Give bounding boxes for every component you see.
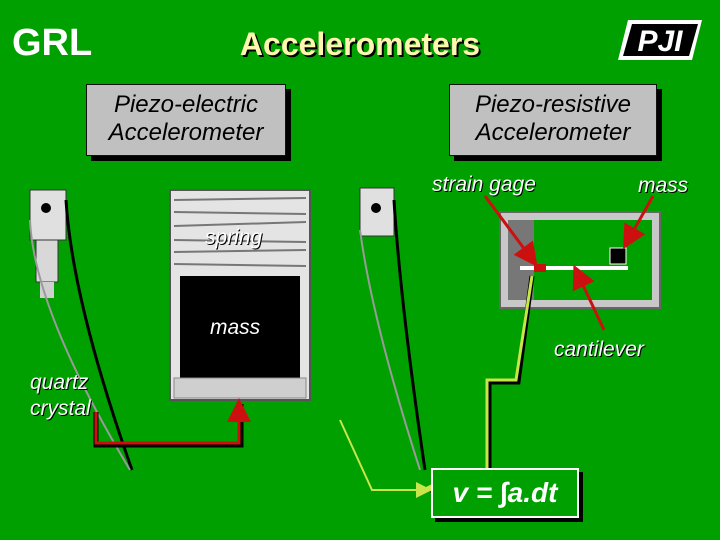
piezo-electric-sensor (169, 189, 311, 401)
pji-logo: PJI (618, 20, 702, 60)
label-mass-right: mass (638, 174, 689, 197)
velocity-formula: v = ∫a.dt (431, 468, 579, 518)
brand-label: GRL (12, 22, 93, 64)
label-strain-gage: strain gage (432, 173, 536, 196)
left-sensor-clip (29, 189, 67, 298)
seismic-mass (180, 276, 300, 378)
piezo-resistive-line1: Piezo-resistive (474, 91, 632, 118)
right-sensor-clip (359, 187, 395, 237)
label-cantilever: cantilever (554, 338, 644, 361)
label-mass-left: mass (210, 316, 261, 339)
page-title: Accelerometers (239, 26, 481, 62)
label-quartz-line2: crystal (30, 397, 91, 420)
strain-gage (534, 264, 546, 272)
tip-mass (609, 247, 627, 265)
label-spring: spring (205, 226, 263, 249)
quartz-crystal (173, 377, 307, 399)
piezo-electric-box: Piezo-electric Accelerometer (86, 84, 286, 156)
piezo-electric-line1: Piezo-electric (113, 91, 259, 118)
logo-text: PJI (637, 25, 683, 58)
piezo-resistive-line2: Accelerometer (475, 119, 631, 146)
label-quartz-line1: quartz (30, 371, 89, 394)
piezo-electric-line2: Accelerometer (108, 119, 264, 146)
piezo-resistive-box: Piezo-resistive Accelerometer (449, 84, 657, 156)
label-quartz-crystal: quartz crystal (30, 370, 91, 422)
